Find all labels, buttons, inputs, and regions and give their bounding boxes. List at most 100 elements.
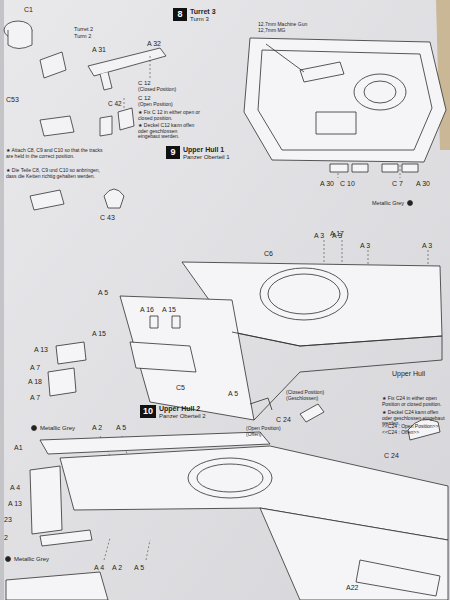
part-callout: C53	[6, 96, 19, 104]
upper-hull-2	[6, 398, 449, 600]
part-callout: A 13	[8, 500, 22, 508]
part-callout: C 24	[276, 416, 291, 424]
instruction-note: ★ Fix C24 in either open Position or clo…	[382, 396, 446, 407]
part	[118, 108, 134, 130]
instruction-note: ★ Die Teile C8, C9 und C10 so anbringen,…	[6, 168, 104, 179]
part-callout: (Geschlossen)	[286, 396, 318, 402]
part-callout: A 13	[34, 346, 48, 354]
cupola	[354, 74, 406, 110]
part-callout: 23	[4, 516, 12, 524]
guide-line	[368, 250, 369, 266]
part-callout: Turm 2	[74, 33, 91, 39]
part-callout: (Closed Position)	[138, 87, 176, 93]
part-callout: A 4	[10, 484, 20, 492]
part-callout: A1	[14, 444, 23, 452]
guide-line	[428, 250, 429, 268]
step-number: 10Upper Hull 2Panzer Oberteil 2	[140, 405, 206, 420]
instruction-note: ★ Deckel C12 kann offen oder geschlossen…	[138, 123, 200, 140]
hatch-ring	[260, 268, 348, 320]
color-dot	[6, 557, 11, 562]
step-badge: 9	[166, 146, 180, 159]
step-badge: 10	[140, 405, 156, 418]
turret-body	[244, 38, 446, 162]
step-heading: Upper Hull 2Panzer Oberteil 2	[159, 405, 206, 420]
part	[30, 466, 62, 534]
exhaust-part	[402, 164, 418, 172]
guide-line	[124, 96, 125, 108]
part-callout: A 7	[30, 364, 40, 372]
part-callout: C 24	[384, 452, 399, 460]
hull-side	[232, 332, 442, 420]
cupola-hatch	[364, 81, 396, 103]
part-callout: C 10	[340, 180, 355, 188]
part-callout: C6	[264, 250, 273, 258]
color-dot	[408, 201, 413, 206]
front-plate	[130, 342, 196, 372]
part-callout: (Open Position)	[246, 426, 281, 432]
step-number: 9Upper Hull 1Panzer Oberteil 1	[166, 146, 230, 161]
instruction-note: ★ Fix C 12 in either open or closed posi…	[138, 110, 200, 121]
part-callout: (Offen)	[246, 432, 261, 438]
part-callout: A 3	[314, 232, 324, 240]
part-callout: C5	[176, 384, 185, 392]
hatch-part	[300, 404, 324, 422]
part-callout: C 7	[392, 180, 403, 188]
part	[150, 316, 158, 328]
part-callout: 12,7mm MG	[258, 28, 286, 34]
turret-deck	[258, 50, 432, 150]
guide-line	[150, 56, 151, 80]
part-callout: C 42	[108, 100, 122, 107]
part-callout: A 16	[140, 306, 154, 314]
hatch-ring	[188, 458, 272, 498]
part-callout: A 31	[92, 46, 106, 54]
part-callout: C 12	[138, 95, 151, 102]
part-callout: Metallic Grey	[372, 200, 404, 206]
step-heading: Upper Hull 1Panzer Oberteil 1	[183, 146, 230, 161]
part-callout: 2	[4, 534, 8, 542]
part-callout: A 3	[332, 232, 342, 240]
part-callout: A 3	[360, 242, 370, 250]
part-callout: A 5	[134, 564, 144, 572]
step-title: Panzer Oberteil 1	[183, 154, 230, 161]
step-heading: Turret 3Turm 3	[190, 8, 216, 23]
guide-line	[400, 165, 401, 178]
part-callout: A 15	[92, 330, 106, 338]
step-title: Panzer Oberteil 2	[159, 413, 206, 420]
hatch-ring-inner	[197, 464, 263, 492]
guide-line	[342, 240, 343, 262]
part-callout: C1	[24, 6, 33, 14]
hatch	[316, 112, 356, 134]
part	[40, 530, 92, 546]
instruction-note: ★ Attach C8, C9 and C10 so that the trac…	[6, 148, 104, 159]
exhaust-part	[352, 164, 368, 172]
part-callout: A 2	[92, 424, 102, 432]
part	[8, 30, 32, 49]
part-callout: Upper Hull	[392, 370, 425, 378]
part-callout: 12.7mm Machine Gun	[258, 22, 307, 28]
part	[48, 368, 76, 396]
part-callout: A 30	[416, 180, 430, 188]
step-title: Turm 3	[190, 16, 216, 23]
part	[172, 316, 180, 328]
hull-top	[60, 446, 448, 540]
part-callout: Metallic Grey	[40, 425, 75, 432]
turret	[244, 38, 446, 206]
part-callout: A 32	[147, 40, 161, 48]
part-callout: Turret 2	[74, 26, 93, 32]
guide-line	[104, 538, 110, 560]
step-number: 8Turret 3Turm 3	[173, 8, 216, 23]
guide-line	[146, 540, 150, 560]
color-dot	[32, 426, 37, 431]
step-badge: 8	[173, 8, 187, 21]
part-callout: (Closed Position)	[286, 390, 324, 396]
part	[104, 189, 124, 208]
part-callout: C 43	[100, 214, 115, 222]
part	[6, 572, 108, 600]
part	[40, 52, 66, 78]
step-title: Upper Hull 2	[159, 405, 206, 413]
part-callout: <<C24 : Offen>>	[382, 430, 419, 436]
page-edge	[0, 0, 4, 600]
